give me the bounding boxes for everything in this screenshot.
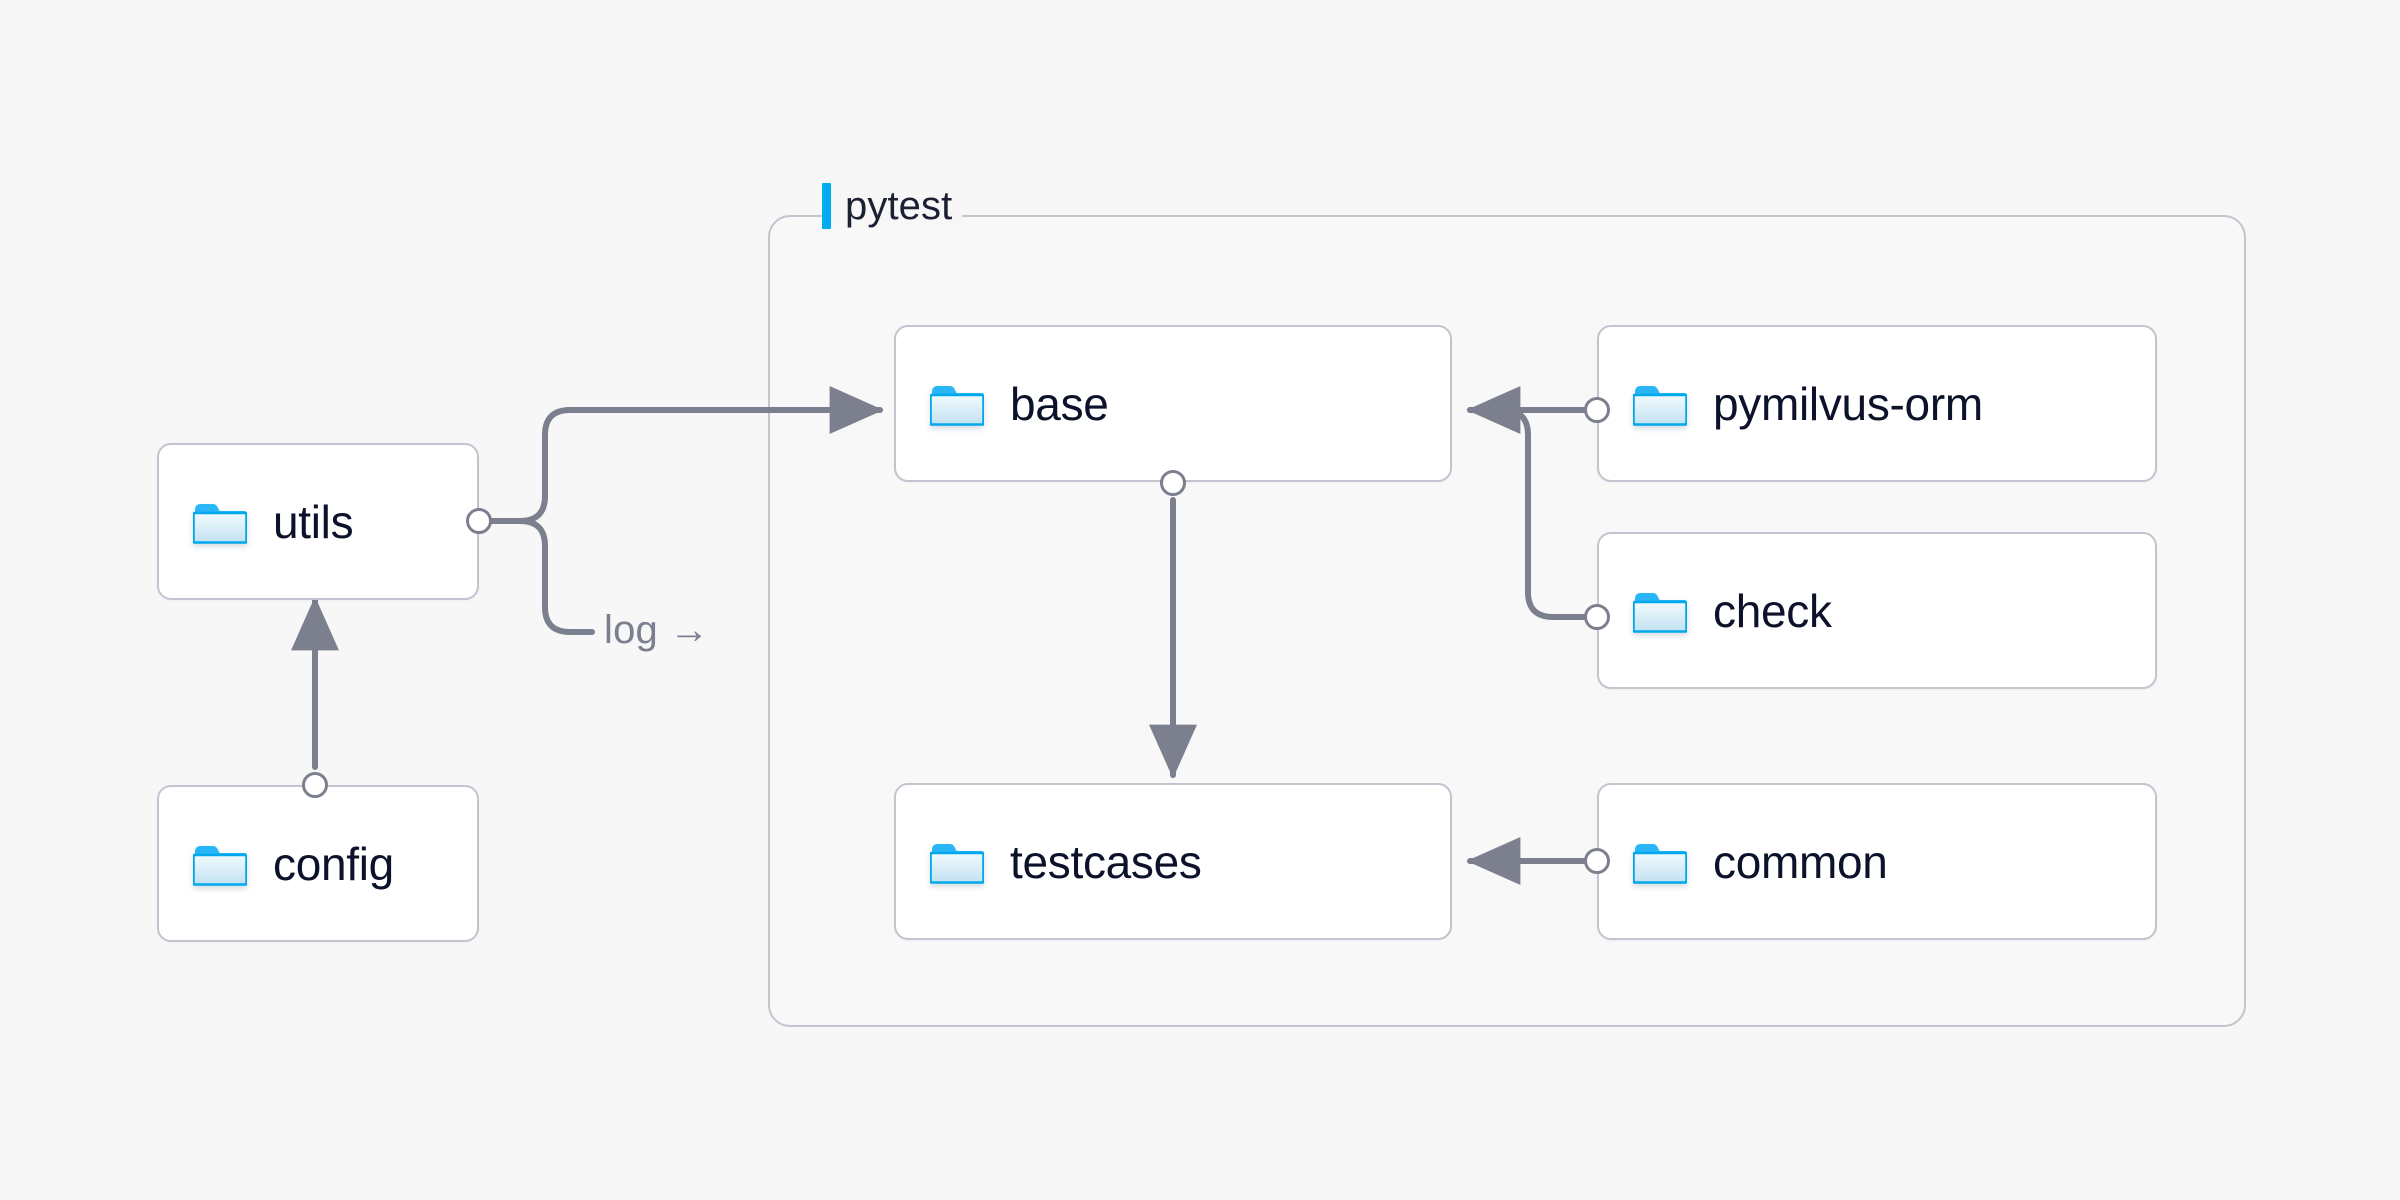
node-base-content: base bbox=[896, 377, 1109, 431]
node-label: pymilvus-orm bbox=[1713, 377, 1983, 430]
node-pymilvus-orm[interactable]: pymilvus-orm bbox=[1597, 325, 2157, 482]
folder-icon bbox=[193, 503, 247, 544]
node-label: testcases bbox=[1010, 835, 1202, 888]
node-common[interactable]: common bbox=[1597, 783, 2157, 940]
group-title: pytest bbox=[845, 183, 953, 228]
node-check-content: check bbox=[1599, 584, 1832, 638]
folder-icon bbox=[1633, 592, 1687, 633]
node-label: base bbox=[1010, 377, 1109, 430]
group-label-pytest: pytest bbox=[822, 183, 963, 229]
node-common-content: common bbox=[1599, 835, 1888, 889]
handle-utils-right[interactable] bbox=[466, 508, 492, 534]
node-pymilvus-orm-content: pymilvus-orm bbox=[1599, 377, 1983, 431]
node-testcases-content: testcases bbox=[896, 835, 1202, 889]
handle-check-left[interactable] bbox=[1584, 604, 1610, 630]
folder-icon bbox=[1633, 385, 1687, 426]
handle-base-bottom[interactable] bbox=[1160, 470, 1186, 496]
folder-icon bbox=[1633, 843, 1687, 884]
node-label: common bbox=[1713, 835, 1888, 888]
group-accent-bar bbox=[822, 183, 831, 229]
handle-pymilvus-orm-left[interactable] bbox=[1584, 397, 1610, 423]
node-config[interactable]: config bbox=[157, 785, 479, 942]
folder-icon bbox=[930, 385, 984, 426]
node-config-content: config bbox=[159, 837, 394, 891]
edge-label-log: log → bbox=[604, 608, 710, 652]
node-utils[interactable]: utils bbox=[157, 443, 479, 600]
node-label: check bbox=[1713, 584, 1832, 637]
folder-icon bbox=[193, 845, 247, 886]
node-label: utils bbox=[273, 495, 354, 548]
handle-common-left[interactable] bbox=[1584, 848, 1610, 874]
handle-config-top[interactable] bbox=[302, 772, 328, 798]
node-check[interactable]: check bbox=[1597, 532, 2157, 689]
node-testcases[interactable]: testcases bbox=[894, 783, 1452, 940]
node-label: config bbox=[273, 837, 394, 890]
edge-utils-log[interactable] bbox=[484, 518, 595, 635]
folder-icon bbox=[930, 843, 984, 884]
node-utils-content: utils bbox=[159, 495, 354, 549]
node-base[interactable]: base bbox=[894, 325, 1452, 482]
